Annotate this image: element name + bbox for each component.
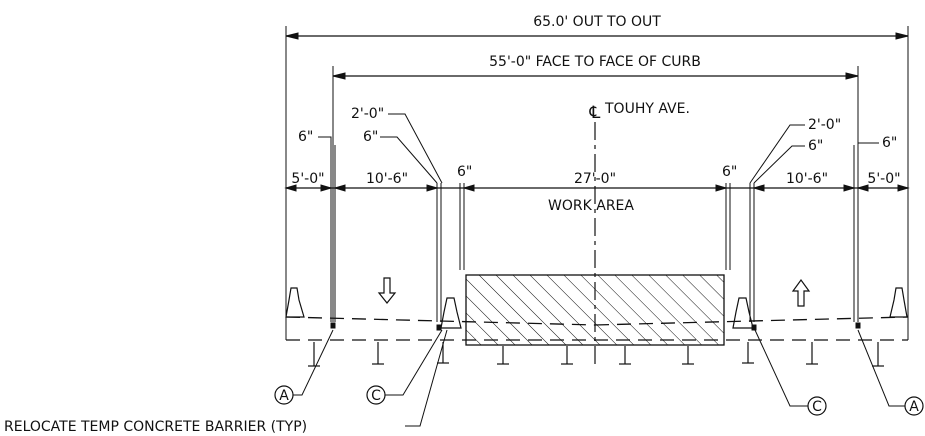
left-lane-dimension: 10'-6" xyxy=(366,171,408,187)
work-zone-dimension: 27'-0" xyxy=(574,171,616,187)
work-area-block xyxy=(465,274,725,346)
right-shoulder-dimension: 5'-0" xyxy=(867,171,900,187)
left-two-foot: 2'-0" xyxy=(351,106,384,122)
overall-dimension: 65.0' OUT TO OUT xyxy=(285,14,909,322)
centerline-symbol: ℄ xyxy=(589,103,601,123)
extension-lines xyxy=(330,145,859,322)
overall-dimension-label: 65.0' OUT TO OUT xyxy=(533,14,661,30)
girders xyxy=(308,342,884,367)
callout-a-right: A xyxy=(857,329,924,416)
left-shoulder-dimension: 5'-0" xyxy=(291,171,324,187)
right-inner-six-inch-leader: 6" xyxy=(808,138,823,154)
callout-c-left-label: C xyxy=(371,388,381,404)
barrier-note: RELOCATE TEMP CONCRETE BARRIER (TYP) xyxy=(4,329,448,435)
left-parapet xyxy=(285,287,305,318)
callout-a-left: A xyxy=(274,329,334,405)
left-inner-six-inch-leader: 6" xyxy=(363,129,378,145)
right-parapet xyxy=(889,287,908,318)
left-temp-barrier xyxy=(440,297,462,329)
right-two-foot: 2'-0" xyxy=(808,117,841,133)
callout-a-right-label: A xyxy=(909,399,919,415)
barrier-note-label: RELOCATE TEMP CONCRETE BARRIER (TYP) xyxy=(4,419,307,435)
left-barrier-mark xyxy=(436,324,442,331)
callout-a-left-label: A xyxy=(279,388,289,404)
right-leaders: 2'-0" 6" 6" xyxy=(749,117,897,184)
right-inner-six-inch: 6" xyxy=(722,164,737,180)
left-curb-mark xyxy=(330,322,336,329)
callout-c-right-label: C xyxy=(812,399,822,415)
centerline-label: TOUHY AVE. xyxy=(604,101,690,117)
left-leaders: 6" 2'-0" 6" xyxy=(298,106,443,184)
callout-c-left: C xyxy=(366,329,443,405)
right-curb-mark xyxy=(855,322,861,329)
left-inner-six-inch: 6" xyxy=(457,164,472,180)
work-area-label: WORK AREA xyxy=(548,198,634,214)
left-outer-six-inch: 6" xyxy=(298,129,313,145)
northbound-arrow xyxy=(791,278,811,307)
lane-dimension-line xyxy=(284,184,910,192)
curb-dimension-label: 55'-0" FACE TO FACE OF CURB xyxy=(489,54,701,70)
right-outer-six-inch: 6" xyxy=(882,135,897,151)
southbound-arrow xyxy=(377,277,397,304)
callout-c-right: C xyxy=(754,329,827,416)
right-lane-dimension: 10'-6" xyxy=(786,171,828,187)
right-barrier-mark xyxy=(751,324,757,331)
